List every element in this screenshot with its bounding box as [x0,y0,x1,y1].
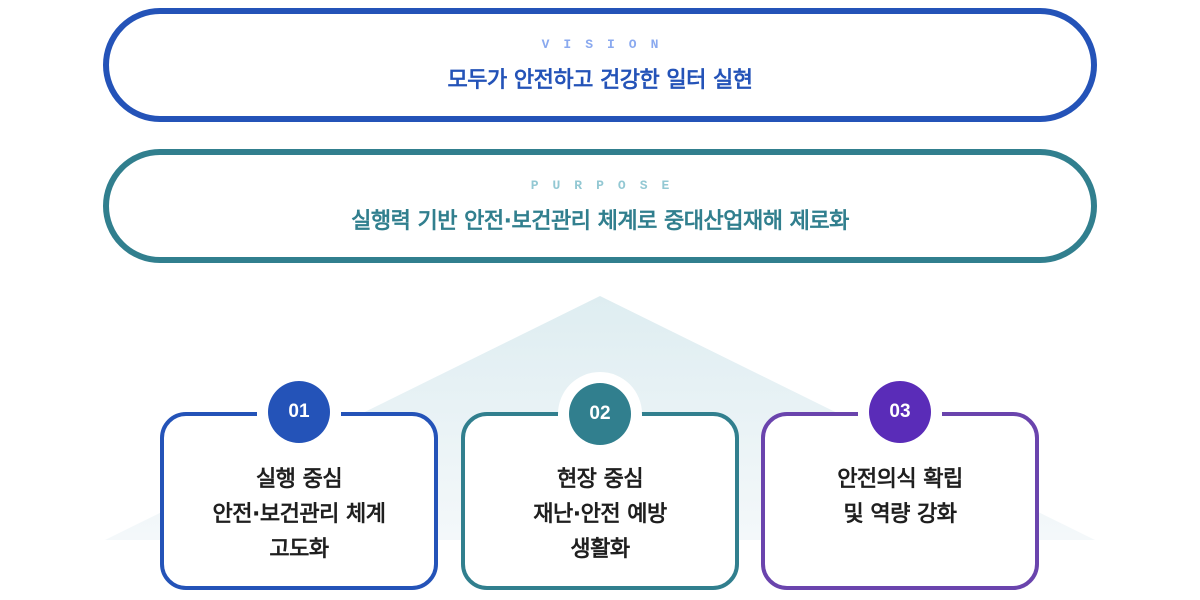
strategy-line: 안전의식 확립 [837,467,963,492]
strategy-card-02: 02 현장 중심 재난·안전 예방 생활화 [461,372,739,590]
strategy-text: 안전의식 확립 및 역량 강화 [837,462,963,532]
vision-banner: VISION 모두가 안전하고 건강한 일터 실현 [103,8,1097,122]
strategy-line: 생활화 [570,537,630,562]
purpose-banner: PURPOSE 실행력 기반 안전·보건관리 체계로 중대산업재해 제로화 [103,149,1097,263]
strategy-line: 현장 중심 [556,467,644,492]
strategy-number-badge: 02 [569,383,631,445]
strategy-line: 및 역량 강화 [843,502,957,527]
strategy-line: 안전·보건관리 체계 [212,502,386,527]
strategy-text: 실행 중심 안전·보건관리 체계 고도화 [213,462,386,567]
strategy-card-03: 03 안전의식 확립 및 역량 강화 [761,380,1039,590]
strategy-line: 고도화 [269,537,329,562]
purpose-label: PURPOSE [530,177,684,193]
vision-statement: 모두가 안전하고 건강한 일터 실현 [447,67,754,93]
strategy-line: 재난·안전 예방 [533,502,667,527]
vision-label: VISION [541,36,673,52]
strategy-number-badge: 03 [869,381,931,443]
strategy-text: 현장 중심 재난·안전 예방 생활화 [533,462,667,567]
purpose-statement: 실행력 기반 안전·보건관리 체계로 중대산업재해 제로화 [351,208,849,234]
strategy-line: 실행 중심 [255,467,343,492]
strategy-card-01: 01 실행 중심 안전·보건관리 체계 고도화 [160,380,438,590]
strategy-number-badge: 01 [268,381,330,443]
